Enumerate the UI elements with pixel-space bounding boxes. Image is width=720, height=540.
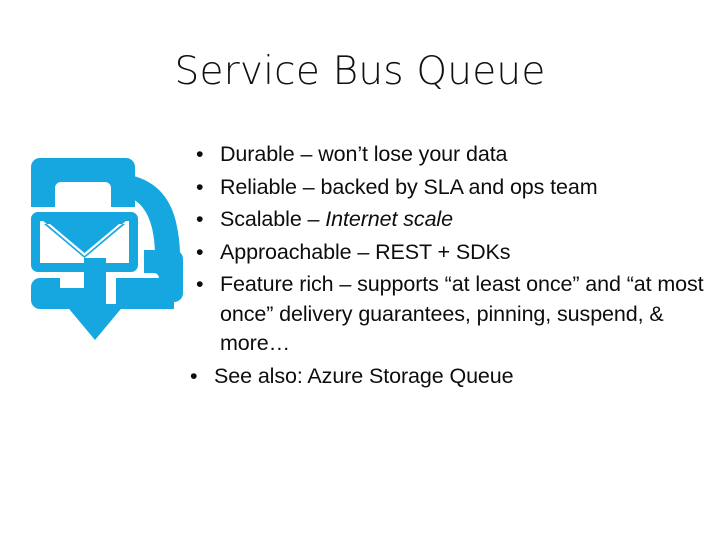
list-item-text: Approachable – REST + SDKs [220,239,511,264]
top-bracket-shape [31,158,135,207]
bottom-left-bracket-shape [31,278,93,309]
list-item-text: Reliable – backed by SLA and ops team [220,174,598,199]
envelope-shape [31,212,138,272]
list-item-emphasis: Internet scale [325,207,453,231]
bullet-marker: • [196,272,204,296]
bullet-marker: • [196,174,204,199]
down-arrow-shape [65,258,125,340]
bottom-right-bar-shape [116,278,174,309]
list-item-text: Scalable – [220,207,326,231]
bullet-marker: • [196,142,204,166]
service-bus-queue-icon-svg [31,158,183,340]
list-item-text: Feature rich – supports “at least once” … [220,272,704,355]
list-item: • See also: Azure Storage Queue [184,362,710,392]
page-title: Service Bus Queue [174,49,546,94]
list-item: • Reliable – backed by SLA and ops team [190,173,710,203]
curved-bus-arm-shape [124,174,180,268]
envelope-flap-shape [42,220,127,258]
list-item: • Feature rich – supports “at least once”… [190,270,710,359]
bullet-marker: • [190,363,198,388]
bullet-list: • Durable – won’t lose your data • Reliabl… [190,140,710,394]
bullet-marker: • [196,239,204,264]
list-item-text: See also: Azure Storage Queue [214,363,514,388]
list-item: • Durable – won’t lose your data [190,140,710,170]
list-item: • Scalable – Internet scale [190,205,710,235]
service-bus-queue-icon [30,150,185,345]
list-item: • Approachable – REST + SDKs [190,238,710,268]
list-item-text: Durable – won’t lose your data [220,142,508,166]
bullet-marker: • [196,207,204,231]
